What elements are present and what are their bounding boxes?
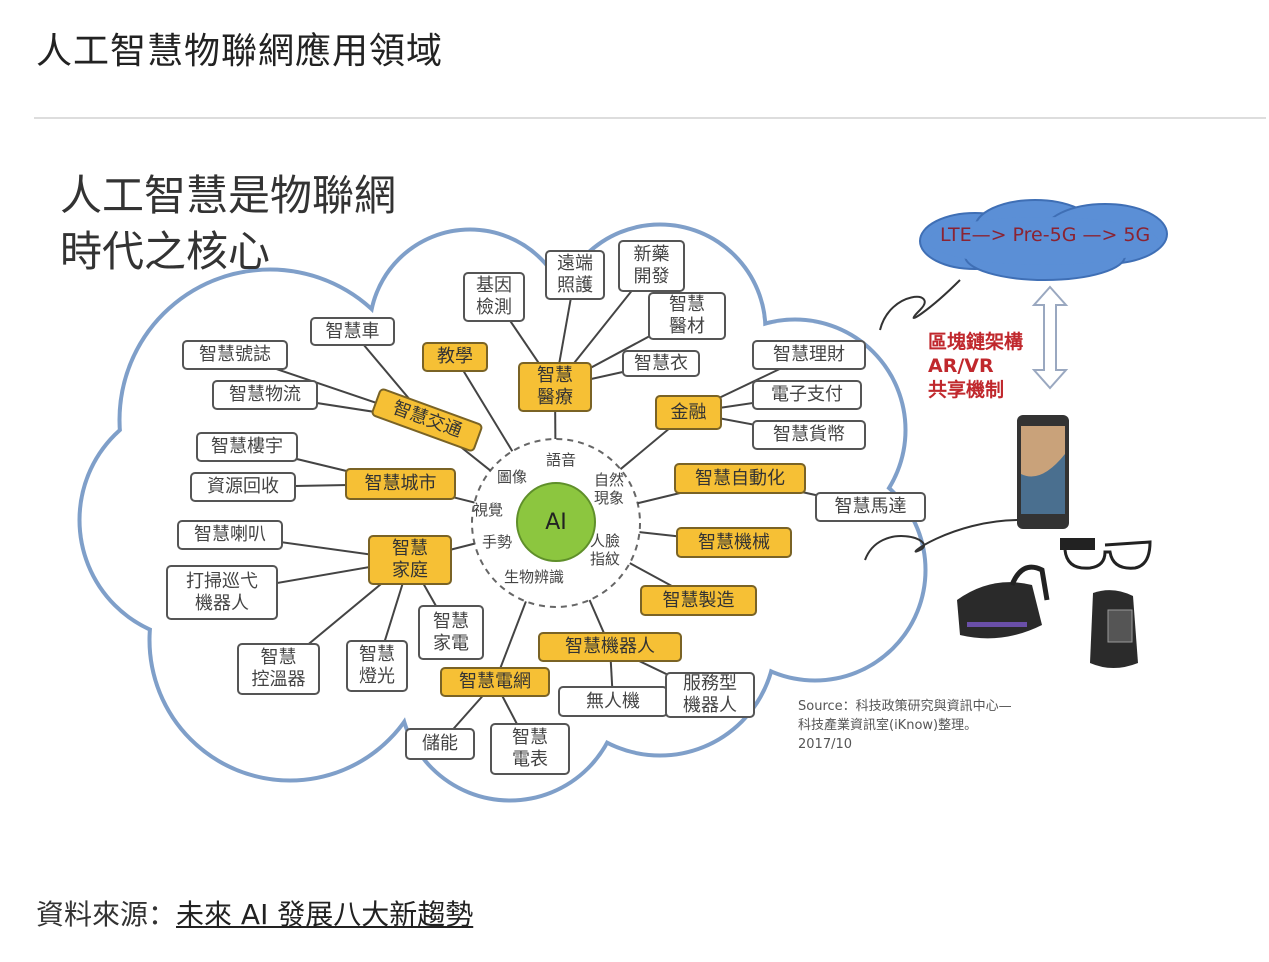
category-node: 金融 [655,395,722,430]
smartwatch-icon [1090,590,1138,668]
smartphone-icon [1017,415,1069,529]
diagram-heading: 人工智慧是物聯網 時代之核心 [60,171,397,276]
source-footer: 資料來源：未來 AI 發展八大新趨勢 [36,893,473,933]
source-caption: Source：科技政策研究與資訊中心— 科技產業資訊室(iKnow)整理。 20… [798,699,1012,752]
item-node: 智慧號誌 [182,340,288,370]
ai-dashed-ring [471,438,641,608]
ai-capability-label: 人臉 指紋 [590,532,621,568]
item-node: 智慧物流 [212,380,318,410]
category-node: 教學 [422,342,488,372]
item-node: 智慧 電表 [490,723,570,775]
category-node: 智慧製造 [640,585,757,616]
item-node: 智慧馬達 [815,492,926,522]
ai-capability-label: 生物辨識 [504,568,565,586]
item-node: 資源回收 [190,472,296,502]
double-arrow-icon [1031,285,1069,390]
ai-capability-label: 自然 現象 [594,471,625,507]
item-node: 打掃巡弋 機器人 [166,565,278,620]
item-node: 儲能 [405,728,475,760]
item-node: 智慧理財 [752,340,866,370]
item-node: 無人機 [558,686,668,717]
network-features: 區塊鏈架構 AR/VR 共享機制 [928,331,1024,401]
category-node: 智慧 醫療 [518,362,592,412]
item-node: 基因 檢測 [463,272,525,322]
source-label: 資料來源： [36,898,177,931]
category-node: 智慧機械 [676,527,792,558]
item-node: 智慧樓宇 [196,432,298,462]
item-node: 智慧喇叭 [177,520,283,550]
item-node: 智慧 燈光 [346,640,408,692]
ai-center-node: AI [516,482,596,562]
network-evolution-label: LTE—> Pre-5G —> 5G [940,224,1151,246]
item-node: 智慧車 [310,317,395,346]
smart-glasses-icon [1060,538,1152,570]
item-node: 新藥 開發 [618,240,685,292]
ai-capability-label: 視覺 [473,501,504,519]
connector-curves [864,279,1021,561]
item-node: 遠端 照護 [545,250,605,300]
item-node: 智慧 家電 [418,605,484,660]
item-node: 智慧 控溫器 [237,643,320,695]
ai-capability-label: 圖像 [497,468,528,486]
ai-capability-label: 語音 [546,451,577,469]
page-title: 人工智慧物聯網應用領域 [36,31,444,72]
item-node: 智慧貨幣 [752,420,866,450]
item-node: 智慧衣 [622,350,700,377]
category-node: 智慧自動化 [674,463,806,494]
network-cloud-icon [919,199,1168,281]
item-node: 電子支付 [752,380,862,410]
vr-headset-icon [957,564,1050,639]
category-node: 智慧 家庭 [368,535,452,585]
item-node: 服務型 機器人 [665,672,755,718]
category-node: 智慧城市 [345,468,456,500]
source-link[interactable]: 未來 AI 發展八大新趨勢 [176,898,474,931]
ai-capability-label: 手勢 [482,533,513,551]
divider [34,117,1266,119]
hub-connector [454,356,514,452]
category-node: 智慧機器人 [538,632,682,662]
category-node: 智慧電網 [440,667,550,697]
item-node: 智慧 醫材 [648,292,726,340]
